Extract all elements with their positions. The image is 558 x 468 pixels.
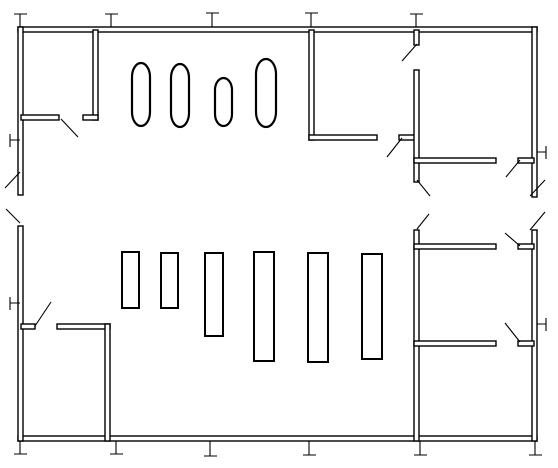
wall-partition-lr-h1-stub bbox=[517, 243, 535, 250]
walls bbox=[17, 26, 538, 442]
wall-room-ur-left bbox=[308, 29, 315, 141]
wall-room-ll-top-stub bbox=[20, 323, 36, 330]
door-swing bbox=[529, 179, 546, 197]
wall-closet-tl-stub bbox=[82, 114, 99, 121]
wall-outer-right-upper bbox=[531, 26, 538, 198]
rect-tables bbox=[121, 251, 383, 363]
wall-room-ur-bottom bbox=[308, 134, 378, 141]
rect-table bbox=[121, 251, 140, 309]
rect-table bbox=[307, 252, 329, 363]
column-marker bbox=[14, 441, 27, 455]
door-swing bbox=[529, 211, 546, 231]
wall-partition-ur-right-stub bbox=[517, 157, 535, 164]
wall-outer-left-lower bbox=[17, 225, 24, 442]
column-marker bbox=[414, 441, 427, 456]
column-markers bbox=[9, 12, 547, 457]
column-marker bbox=[9, 134, 20, 147]
column-marker bbox=[206, 12, 219, 27]
wall-outer-bottom bbox=[17, 435, 538, 442]
door-swing bbox=[386, 137, 403, 158]
column-marker bbox=[9, 297, 20, 310]
wall-partition-lr-h2 bbox=[413, 340, 497, 347]
door-swing bbox=[504, 322, 521, 343]
column-marker bbox=[305, 12, 318, 27]
column-marker bbox=[303, 441, 316, 456]
column-marker bbox=[110, 441, 123, 455]
oval-table bbox=[213, 76, 234, 128]
wall-partition-lr-h2-stub bbox=[517, 340, 535, 347]
oval-tables bbox=[130, 57, 278, 129]
wall-partition-ur-stub-top bbox=[413, 29, 420, 46]
door-swings bbox=[4, 43, 546, 343]
door-swing bbox=[504, 232, 521, 247]
wall-partition-lr-vertical bbox=[413, 229, 420, 442]
rect-table bbox=[253, 251, 275, 362]
wall-outer-left-upper bbox=[17, 26, 24, 196]
rect-table bbox=[160, 252, 179, 309]
rect-table bbox=[361, 253, 383, 360]
column-marker bbox=[537, 318, 547, 331]
column-marker bbox=[537, 146, 547, 159]
column-marker bbox=[14, 13, 27, 27]
door-swing bbox=[416, 213, 430, 230]
column-marker bbox=[529, 441, 542, 456]
wall-partition-ur-horizontal bbox=[413, 157, 497, 164]
door-swing bbox=[4, 171, 21, 189]
wall-closet-tl-right bbox=[92, 29, 99, 121]
column-marker bbox=[410, 13, 423, 27]
wall-room-ll-right bbox=[104, 323, 111, 442]
door-swing bbox=[5, 208, 21, 224]
oval-table bbox=[169, 62, 191, 129]
door-swing bbox=[505, 159, 521, 178]
oval-table bbox=[130, 61, 152, 128]
column-marker bbox=[105, 13, 118, 27]
wall-room-ll-top bbox=[56, 323, 111, 330]
wall-outer-right-lower bbox=[531, 229, 538, 442]
door-swing bbox=[34, 301, 52, 327]
oval-table bbox=[254, 57, 278, 129]
door-swing bbox=[416, 179, 431, 197]
wall-closet-tl-bottom bbox=[20, 114, 60, 121]
rect-table bbox=[204, 252, 224, 337]
column-marker bbox=[204, 441, 217, 457]
door-swing bbox=[60, 118, 79, 138]
wall-partition-lr-h1 bbox=[413, 243, 497, 250]
door-swing bbox=[401, 43, 418, 62]
wall-partition-ur-vertical bbox=[413, 69, 420, 183]
